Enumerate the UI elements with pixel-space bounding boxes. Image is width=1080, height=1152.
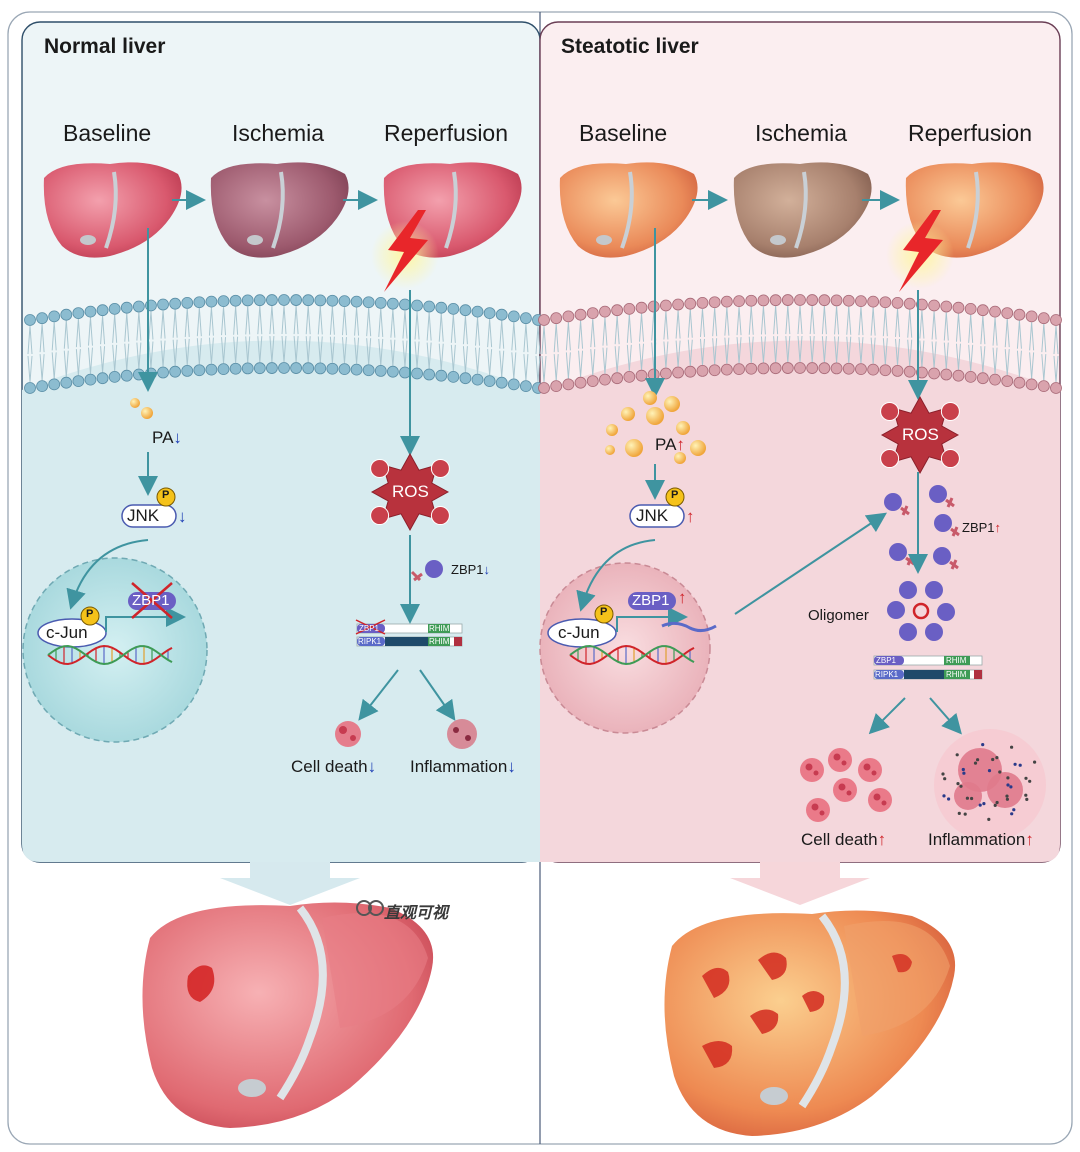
- steatotic-liver-title: Steatotic liver: [561, 35, 699, 58]
- phospho-badge: P: [162, 489, 170, 501]
- pa-label: PA↑: [655, 435, 685, 454]
- watermark-text: 直观可视: [384, 905, 449, 922]
- liver-icon: [664, 910, 956, 1136]
- domain-ripk1: RIPK1: [358, 637, 382, 646]
- stage-reperfusion-normal: Reperfusion: [384, 120, 509, 146]
- domain-rows-normal: [355, 619, 463, 647]
- dna-icon: [569, 645, 695, 665]
- membrane-icon: [24, 294, 544, 394]
- domain-rhim: RHIM: [946, 656, 967, 665]
- stage-reperfusion-steatotic: Reperfusion: [908, 120, 1033, 146]
- jnk-trend: ↓: [178, 507, 187, 526]
- zbp1-protein-icon: [410, 560, 443, 582]
- domain-rows-steatotic: [873, 655, 983, 680]
- jnk-pill: [629, 504, 685, 528]
- jnk-pill: [121, 504, 177, 528]
- ros-label: ROS: [392, 482, 429, 501]
- lightning-icon: [886, 210, 954, 292]
- liver-icon: [559, 162, 698, 258]
- jnk-label: JNK: [636, 506, 669, 525]
- zbp1-protein-icon: [884, 485, 960, 641]
- stage-ischemia-steatotic: Ischemia: [755, 120, 848, 146]
- dna-icon: [47, 645, 173, 665]
- zbp1-small-label: ZBP1↓: [451, 562, 491, 577]
- zbp1-label: ZBP1: [132, 592, 170, 609]
- liver-icon: [142, 902, 434, 1128]
- phospho-badge: P: [86, 608, 94, 620]
- phospho-badge: P: [671, 489, 679, 501]
- zbp1-box: [628, 592, 676, 610]
- domain-rhim: RHIM: [429, 624, 450, 633]
- ros-burst-icon: [880, 395, 960, 475]
- inflammation-label: Inflammation↓: [410, 757, 516, 776]
- jnk-label: JNK: [127, 506, 160, 525]
- stage-baseline-steatotic: Baseline: [579, 120, 668, 146]
- normal-liver-title: Normal liver: [44, 35, 166, 58]
- inflammation-cloud-icon: [934, 729, 1046, 841]
- pa-label: PA↓: [152, 428, 182, 447]
- oligomer-label: Oligomer: [808, 607, 869, 624]
- zbp1-trend: ↑: [678, 588, 687, 607]
- ros-label: ROS: [902, 425, 939, 444]
- jnk-trend: ↑: [686, 507, 695, 526]
- liver-icon: [733, 162, 872, 258]
- cell-death-label: Cell death↓: [291, 757, 377, 776]
- stage-ischemia-normal: Ischemia: [232, 120, 325, 146]
- domain-zbp1: ZBP1: [876, 656, 897, 665]
- zbp1-label: ZBP1: [632, 592, 670, 609]
- inflammation-cloud-icon: [447, 719, 477, 749]
- ros-burst-icon: [370, 452, 450, 532]
- cjun-label: c-Jun: [46, 623, 88, 642]
- steatotic-down-arrow: [730, 862, 870, 905]
- stage-baseline-normal: Baseline: [63, 120, 152, 146]
- dead-cell-icon: [800, 748, 892, 822]
- phospho-badge: P: [600, 606, 608, 618]
- lightning-icon: [371, 210, 439, 292]
- watermark-logo: [356, 900, 384, 916]
- membrane-icon: [538, 294, 1062, 394]
- pa-droplets-steatotic: [605, 391, 706, 464]
- zbp1-small-label: ZBP1↑: [962, 520, 1002, 535]
- cell-death-label: Cell death↑: [801, 830, 887, 849]
- domain-rhim: RHIM: [429, 637, 450, 646]
- liver-icon: [210, 162, 349, 258]
- domain-ripk1: RIPK1: [875, 670, 899, 679]
- normal-down-arrow: [220, 862, 360, 905]
- cjun-label: c-Jun: [558, 623, 600, 642]
- steatotic-cytoplasm: [540, 340, 1060, 862]
- inflammation-label: Inflammation↑: [928, 830, 1034, 849]
- domain-rhim: RHIM: [946, 670, 967, 679]
- dead-cell-icon: [335, 721, 361, 747]
- domain-zbp1: ZBP1: [359, 624, 380, 633]
